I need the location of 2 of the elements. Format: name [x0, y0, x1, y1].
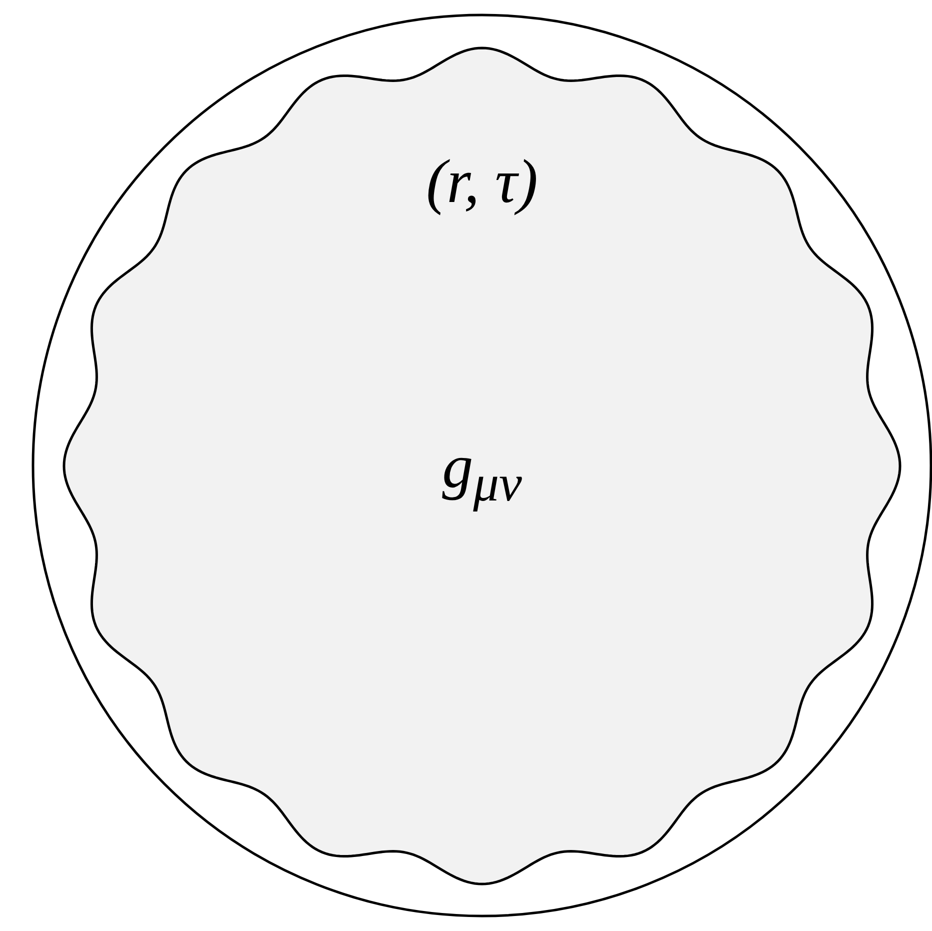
metric-label: g$_{μν}$	[442, 432, 522, 514]
coordinate-label: (r, τ)	[426, 146, 538, 218]
